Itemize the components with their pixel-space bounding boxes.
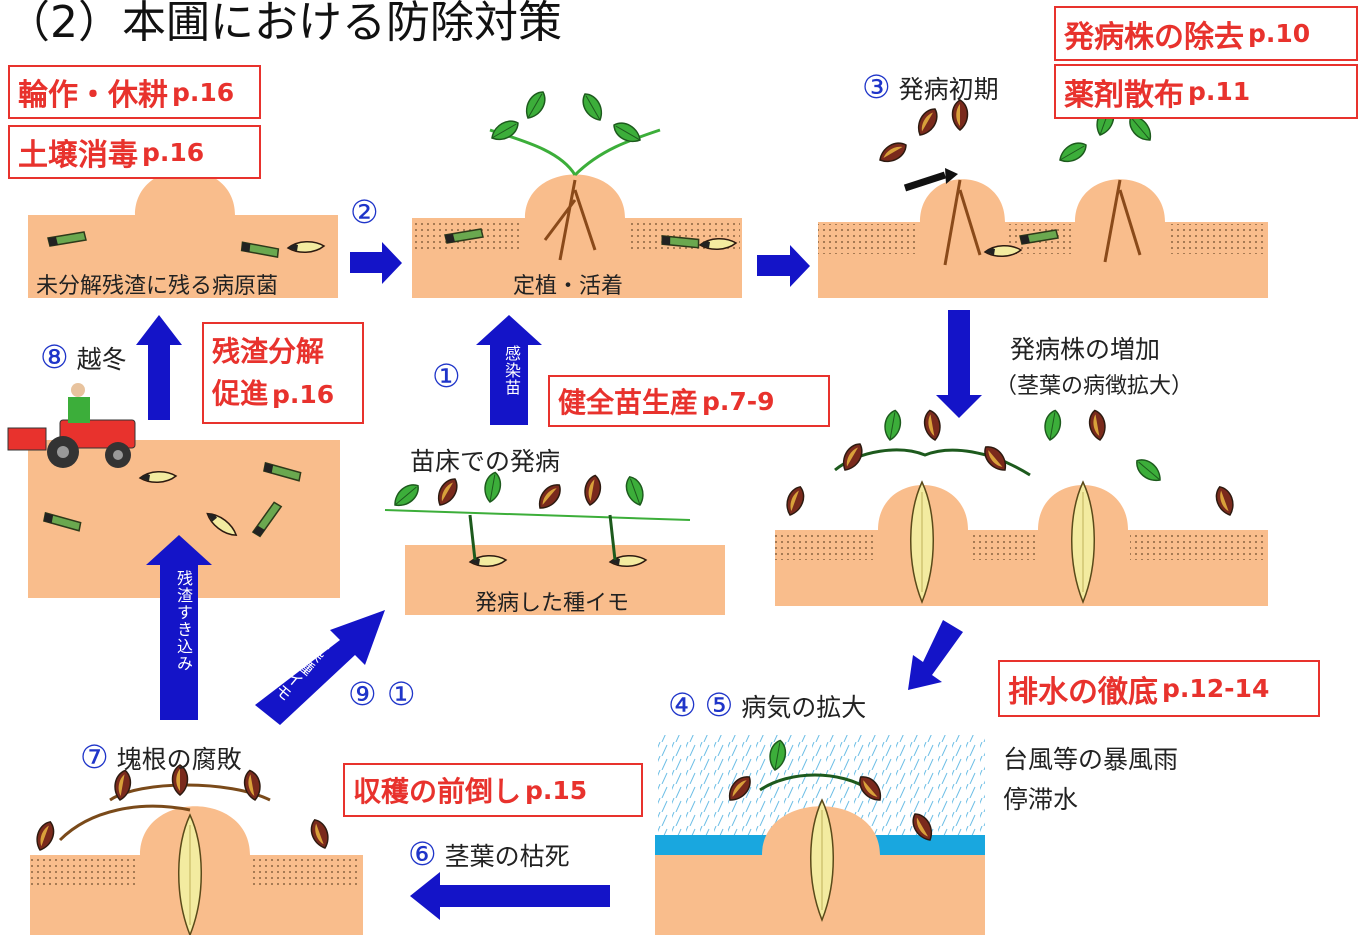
panel-early-disease — [818, 99, 1268, 298]
label-storm: 台風等の暴風雨 — [1003, 745, 1179, 774]
label-pathogen: 未分解残渣に残る病原菌 — [36, 274, 279, 299]
arrow-label-infected-seedling: 感染苗 — [502, 345, 521, 396]
label-increase-sub: （茎葉の病徴拡大） — [995, 374, 1194, 399]
panel-spread — [655, 735, 985, 935]
step-2-number: ② — [350, 193, 379, 231]
label-rot: ⑦ 塊根の腐敗 — [80, 738, 242, 776]
step-7-number: ⑦ — [80, 738, 109, 776]
panel-increase — [775, 408, 1268, 606]
panel-planting — [412, 87, 742, 298]
tractor-icon — [7, 383, 136, 468]
label-increase: 発病株の増加 — [1010, 335, 1161, 364]
page-title: （2）本圃における防除対策 — [6, 0, 562, 48]
label-early-disease: ③ 発病初期 — [862, 68, 999, 106]
step-1b-number: ① — [386, 675, 416, 713]
step-3-number: ③ — [862, 68, 891, 106]
panel-overwinter — [7, 383, 340, 598]
step-4-number: ④ — [668, 686, 697, 724]
flow-arrows — [136, 242, 982, 920]
step-9-1-numbers: ⑨ ① — [348, 675, 416, 713]
step-1-number: ① — [432, 357, 461, 395]
panel-nursery — [384, 470, 725, 615]
label-stagnant: 停滞水 — [1003, 785, 1079, 814]
step-9-number: ⑨ — [348, 675, 377, 713]
label-wilt: ⑥ 茎葉の枯死 — [408, 835, 570, 873]
label-spread: ④ ⑤ 病気の拡大 — [668, 686, 867, 724]
step-6-number: ⑥ — [408, 835, 437, 873]
label-overwinter: ⑧ 越冬 — [40, 338, 127, 376]
label-nursery: 苗床での発病 — [410, 447, 561, 476]
step-8-number: ⑧ — [40, 338, 69, 376]
step-5-number: ⑤ — [704, 686, 734, 724]
label-seed-tuber: 発病した種イモ — [475, 591, 630, 616]
panel-pathogen-field — [28, 170, 338, 298]
panel-rot — [30, 764, 363, 935]
label-planting: 定植・活着 — [513, 274, 624, 299]
arrow-label-plow-in: 残渣すき込み — [174, 570, 193, 672]
